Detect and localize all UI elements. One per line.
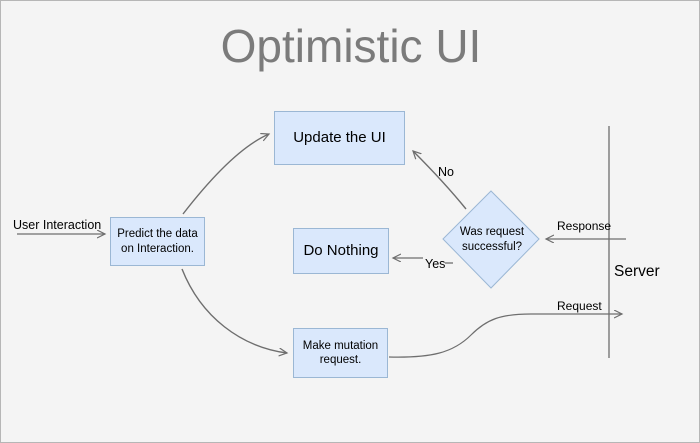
decision-node-label: Was request successful? [459, 226, 525, 253]
edge-label-yes: Yes [425, 257, 446, 271]
decision-diamond-shape [442, 190, 540, 289]
node-update-the-ui-label: Update the UI [293, 128, 386, 146]
edge-predict-to-make-mutation [181, 268, 287, 353]
node-predict-the-data[interactable]: Predict the data on Interaction. [110, 217, 205, 266]
node-do-nothing-label: Do Nothing [303, 241, 379, 259]
edge-request-to-server [388, 314, 622, 358]
edge-label-request: Request [557, 299, 602, 313]
node-update-the-ui[interactable]: Update the UI [274, 111, 405, 165]
edge-label-response: Response [557, 219, 612, 233]
edge-label-no: No [438, 165, 454, 179]
page-title: Optimistic UI [220, 20, 482, 72]
node-do-nothing[interactable]: Do Nothing [293, 228, 389, 274]
server-label: Server [614, 263, 660, 280]
edge-predict-to-update-ui [182, 134, 269, 215]
node-make-mutation-request-label: Make mutation request. [302, 339, 379, 366]
node-make-mutation-request[interactable]: Make mutation request. [293, 328, 388, 378]
node-predict-the-data-label: Predict the data on Interaction. [117, 228, 198, 255]
edge-label-user-interaction: User Interaction [13, 218, 102, 232]
edge-no-to-update-ui [413, 151, 467, 210]
